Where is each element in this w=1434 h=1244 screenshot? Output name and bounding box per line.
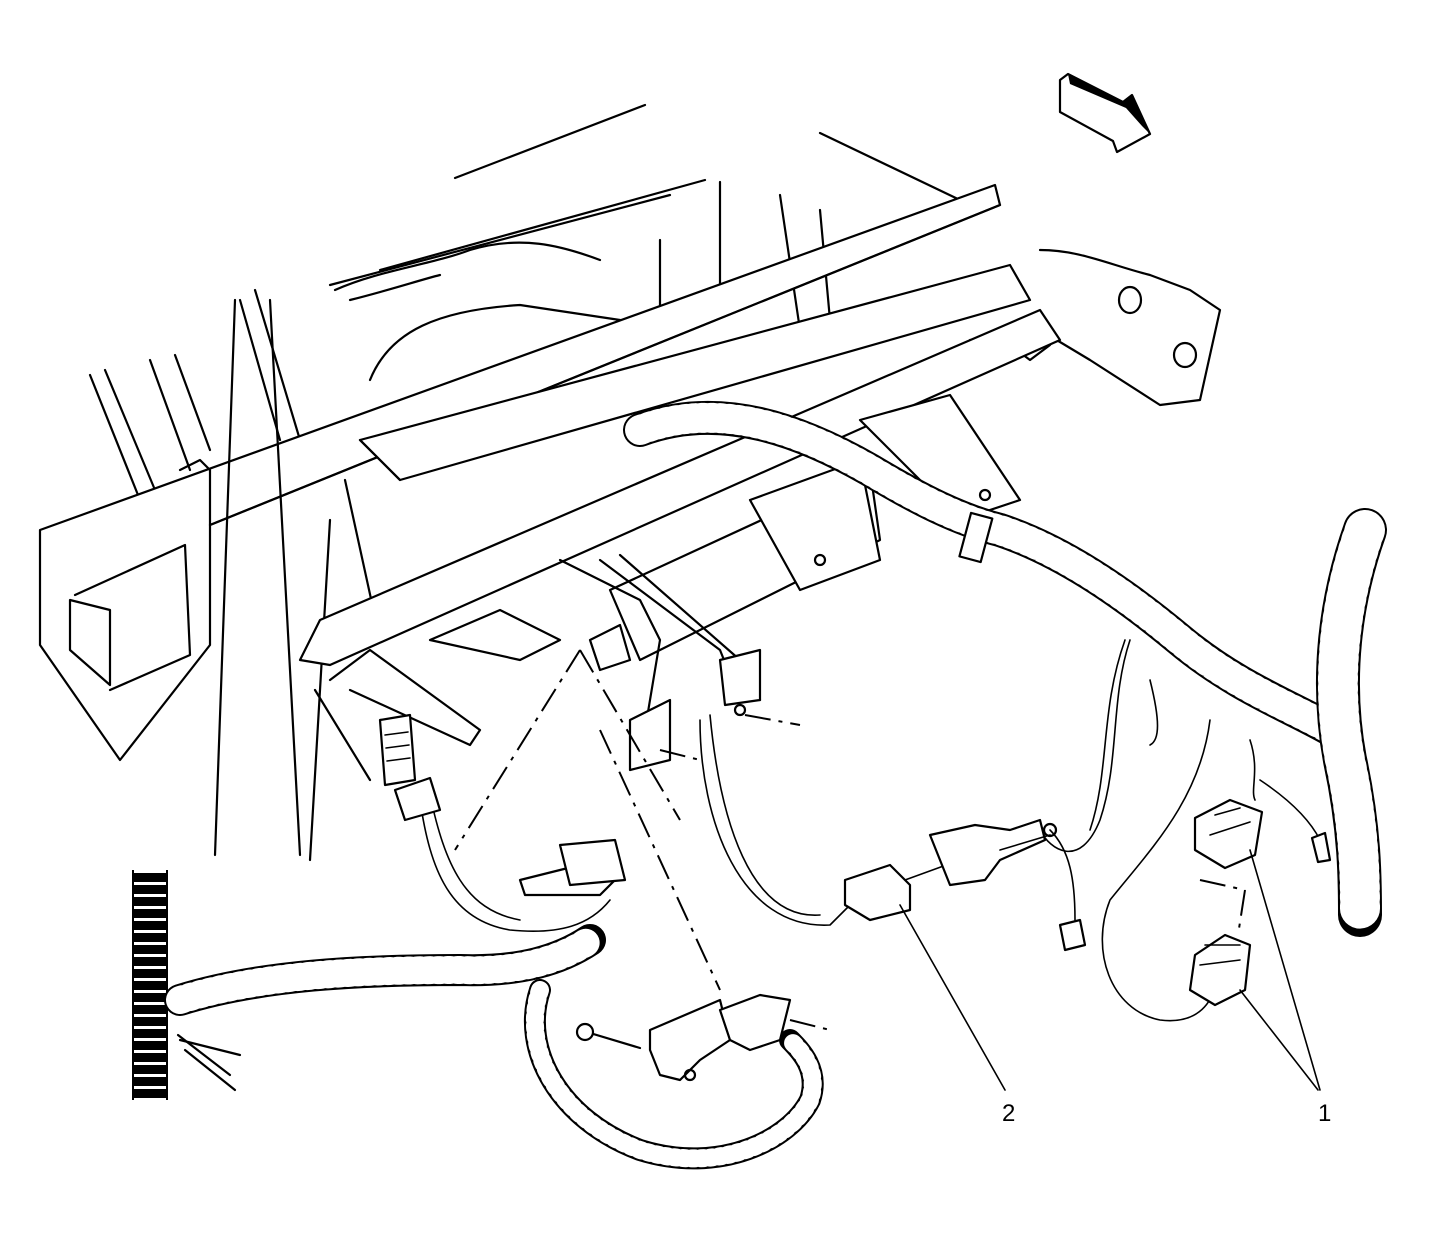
cross-car-beam bbox=[38, 183, 1032, 762]
connector-module-plug bbox=[518, 838, 627, 897]
lower-harness-conduit bbox=[164, 924, 824, 1170]
connector-2-housing bbox=[843, 818, 1058, 922]
pillar bbox=[213, 298, 382, 862]
callout-1-label: 1 bbox=[1318, 1100, 1331, 1127]
leader-dashes bbox=[454, 649, 1246, 1031]
main-harness-conduit bbox=[623, 400, 1357, 752]
wiring bbox=[419, 639, 1321, 1022]
bolt-and-bracket-lower bbox=[575, 993, 792, 1082]
callout-2-label: 2 bbox=[1002, 1100, 1015, 1127]
connector-1-upper bbox=[1193, 798, 1264, 870]
control-module-bracket bbox=[298, 308, 1062, 782]
body-structure bbox=[88, 103, 1222, 502]
connector-small-center bbox=[1058, 918, 1087, 952]
connectors bbox=[378, 713, 1332, 1082]
callout-leaders bbox=[899, 849, 1321, 1091]
connector-small-right bbox=[1310, 831, 1332, 864]
right-vertical-conduit bbox=[1315, 508, 1387, 937]
forward-arrow-icon bbox=[1058, 72, 1152, 154]
connector-left-upper bbox=[378, 713, 442, 822]
connector-1-lower bbox=[1188, 933, 1252, 1007]
